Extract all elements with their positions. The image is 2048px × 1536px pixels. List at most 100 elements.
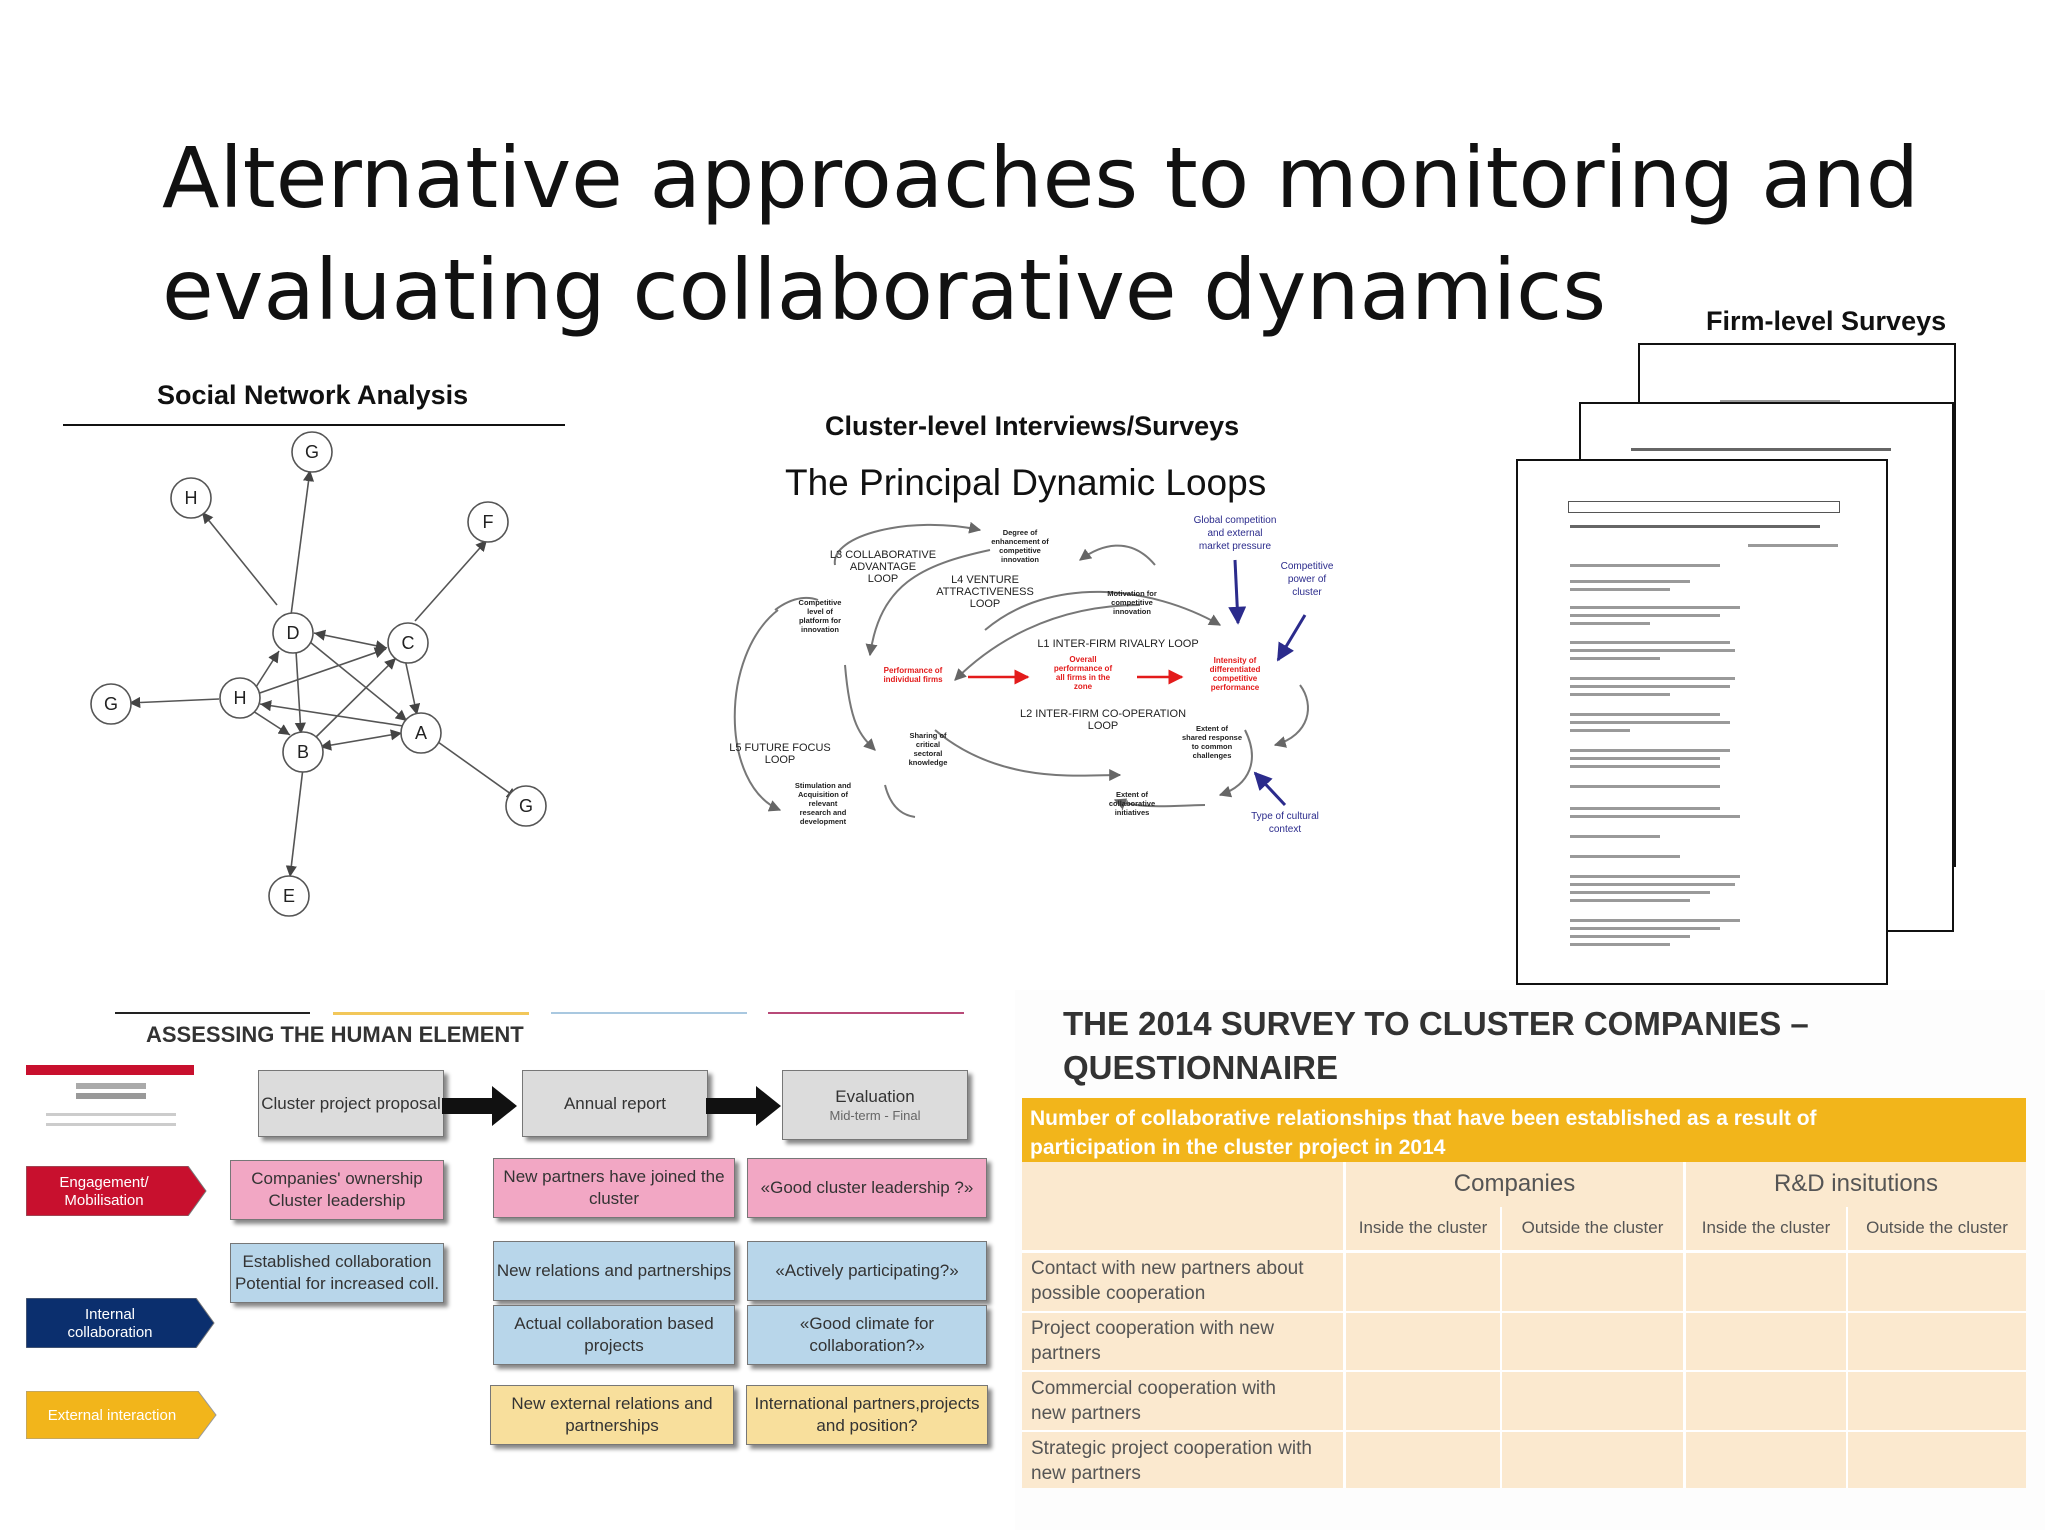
node-power: Competitive [1281,561,1334,572]
node-overall: performance of [1054,664,1113,673]
cell-external-relations: New external relations and partnerships [490,1385,734,1445]
node-motivation: innovation [1113,607,1151,616]
node-motivation: Motivation for [1107,589,1157,598]
group-companies: Companies [1453,1170,1576,1197]
blue-arrow [1276,614,1307,662]
stage-evaluation-sub: Mid-term - Final [829,1108,921,1123]
human-element-title: ASSESSING THE HUMAN ELEMENT [146,1022,524,1047]
edge-d-h [201,511,278,606]
stage-proposal: Cluster project proposal [258,1070,444,1137]
node-label: G [519,796,533,816]
edge-d-a [309,641,408,722]
firm-label: Firm-level Surveys [1706,306,1947,336]
subcol-companies-outside: Outside the cluster [1521,1218,1664,1237]
node-global: and external [1207,528,1262,539]
loop-arrow [984,590,1222,631]
node-label: C [402,633,415,653]
edge-h-g [128,696,220,709]
loop-l1-label: L1 INTER-FIRM RIVALRY LOOP [1037,638,1198,650]
loop-arrow [934,729,1122,782]
dynamic-loops-title: The Principal Dynamic Loops [785,462,1267,503]
loop-arrow [1273,684,1309,748]
edge-d-g [290,469,315,616]
loop-arrow [954,604,1141,681]
node-g-left [90,683,132,725]
loop-arrow [865,549,991,657]
slide-title-line-1: Alternative approaches to monitoring and [162,129,1920,227]
node-stimulation: Acquisition of [798,790,848,799]
questionnaire-title-line-1: THE 2014 SURVEY TO CLUSTER COMPANIES – [1063,1005,1809,1042]
sna-label: Social Network Analysis [157,380,469,410]
table-divider [1022,1311,2026,1313]
node-label: H [185,488,198,508]
node-competitive-level: platform for [799,616,841,625]
svg-text:Internal: Internal [85,1306,135,1323]
node-degree: innovation [1001,555,1039,564]
node-sharing: critical [916,740,940,749]
loop-arrow [833,521,982,566]
cell-good-climate: «Good climate for collaboration?» [747,1305,987,1365]
node-extent-response: to common [1192,742,1233,751]
loop-arrow [774,596,819,611]
row-label-line: new partners [1031,1403,1141,1424]
node-label: E [283,886,295,906]
cell-new-partners: New partners have joined the cluster [493,1158,735,1218]
node-label: F [483,512,494,532]
slide-title-line-2: evaluating collaborative dynamics [162,241,1607,339]
node-sharing: Sharing of [909,731,947,740]
node-culture: context [1269,824,1301,835]
loop-l3-label: L3 COLLABORATIVE [830,549,936,561]
node-degree: enhancement of [991,537,1049,546]
edge-d-c [313,629,388,652]
deco-line [551,1012,747,1014]
node-label: G [104,694,118,714]
node-f [467,501,509,543]
node-label: G [305,442,319,462]
questionnaire-table [1022,1162,2026,1488]
node-culture: Type of cultural [1251,811,1319,822]
loop-arrow [1079,544,1156,566]
edge-b-c [315,657,397,738]
loop-l4-label: L4 VENTURE [951,574,1019,586]
survey-document-front [1516,459,1888,985]
node-h-top [170,477,212,519]
cell-established-collaboration: Established collaboration Potential for … [230,1243,444,1303]
social-network-graph: G H F D C G H A B G E [90,431,547,917]
edge-c-f [414,539,488,622]
node-label: A [415,723,427,743]
questionnaire-title: THE 2014 SURVEY TO CLUSTER COMPANIES – Q… [1063,1002,1809,1090]
loop-l2-label: L2 INTER-FIRM CO-OPERATION [1020,708,1186,720]
node-global: Global competition [1194,515,1277,526]
program-logo [26,1065,194,1160]
node-g-top [291,431,333,473]
loop-l5-label: L5 FUTURE FOCUS [729,742,830,754]
node-stimulation: research and [800,808,847,817]
node-stimulation: Stimulation and [795,781,852,790]
cell-new-relations: New relations and partnerships [493,1241,735,1301]
edge-a-h [259,700,404,727]
deco-line [115,1012,310,1014]
node-extent-response: challenges [1193,751,1232,760]
node-intensity: performance [1211,683,1260,692]
node-sharing: sectoral [914,749,943,758]
node-extent-response: shared response [1182,733,1242,742]
node-degree: competitive [999,546,1041,555]
loop-l3-label: LOOP [868,573,899,585]
subcol-companies-inside: Inside the cluster [1358,1218,1488,1237]
table-divider [1846,1207,1848,1488]
table-row-label: Project cooperation with new partners [1031,1316,1274,1366]
node-sharing: knowledge [909,758,948,767]
questionnaire-header-line-2: participation in the cluster project in … [1030,1136,1446,1159]
node-power: cluster [1292,587,1322,598]
edge-h-c [253,647,387,696]
deco-line [333,1012,529,1015]
node-intensity: differentiated [1210,665,1261,674]
table-row-label: Strategic project cooperation with new p… [1031,1436,1312,1486]
stage-evaluation: Evaluation Mid-term - Final [782,1070,968,1140]
cell-actively-participating: «Actively participating?» [747,1241,987,1301]
node-degree: Degree of [1003,528,1038,537]
loop-arrow [1218,729,1253,798]
subcol-rnd-outside: Outside the cluster [1866,1218,2008,1237]
stage-annual-report: Annual report [522,1070,708,1137]
questionnaire-title-line-2: QUESTIONNAIRE [1063,1049,1339,1086]
